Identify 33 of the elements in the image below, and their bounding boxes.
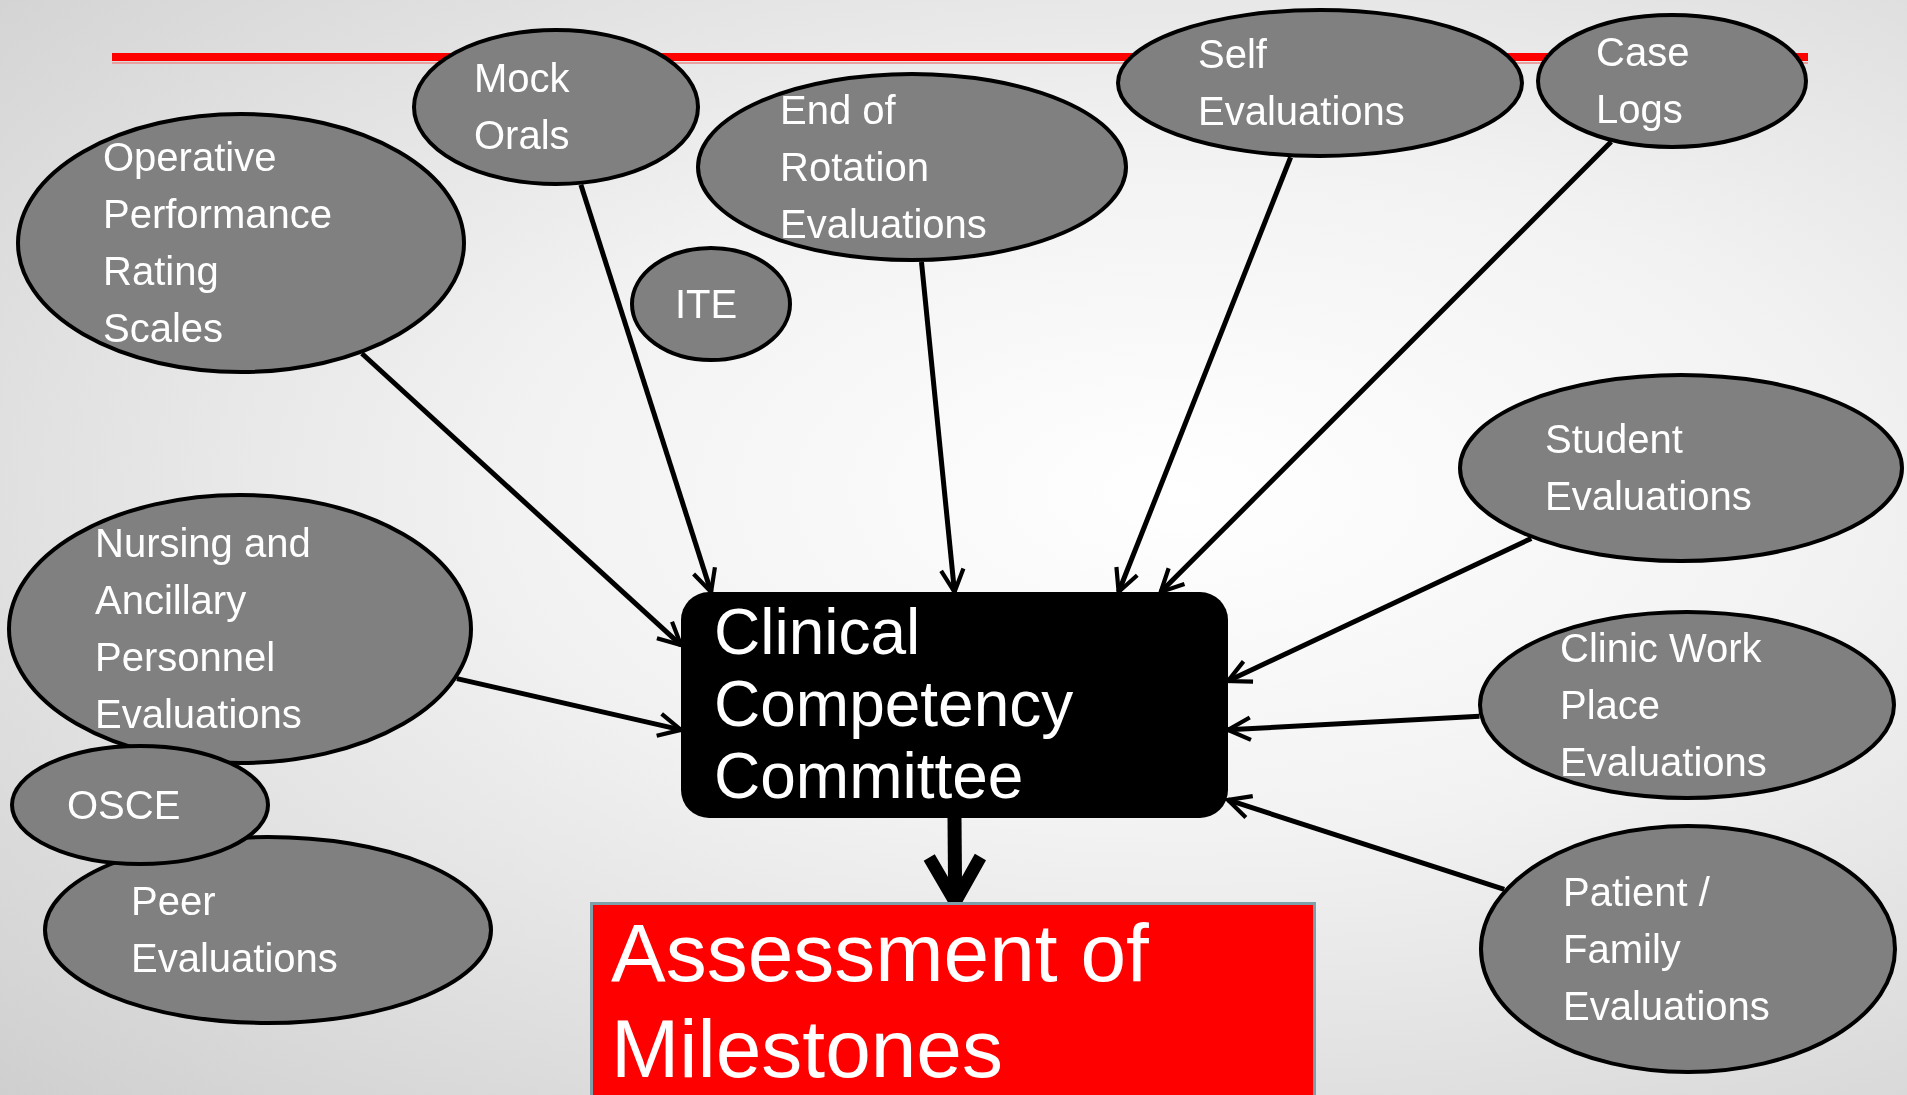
oval-node [1536,13,1808,149]
oval-node [1458,373,1904,563]
oval-node [16,112,466,374]
node-label: Clinic Work Place Evaluations [1560,624,1768,786]
node-label: Case Logs [1596,29,1691,133]
oval-node [1479,824,1897,1074]
node-label: Self Evaluations [1198,31,1406,135]
arrow [578,184,718,595]
oval-node [696,72,1128,262]
node-label: ITE [675,280,739,328]
oval-node [10,744,270,866]
node-label: Clinical Competency Committee [714,596,1075,812]
arrow [1158,140,1613,595]
committee-box [681,592,1228,818]
node-label: Assessment of Milestones [611,906,1150,1095]
oval-node [1478,610,1896,800]
node-label: Mock Orals [474,55,571,159]
oval-node [412,28,700,186]
node-label: Nursing and Ancillary Personnel Evaluations [95,520,312,738]
oval-node [7,493,473,765]
node-label: Student Evaluations [1545,416,1753,520]
node-label: Peer Evaluations [131,878,339,982]
result-box [590,902,1316,1095]
node-label: Operative Performance Rating Scales [103,134,333,352]
arrow [1225,794,1505,892]
node-label: Patient / Family Evaluations [1563,868,1771,1030]
arrow [1114,156,1293,595]
node-label: End of Rotation Evaluations [780,86,988,248]
arrow [919,261,966,595]
node-label: OSCE [67,781,182,829]
oval-node [1116,8,1524,158]
oval-node [630,246,792,362]
oval-node [43,835,493,1025]
